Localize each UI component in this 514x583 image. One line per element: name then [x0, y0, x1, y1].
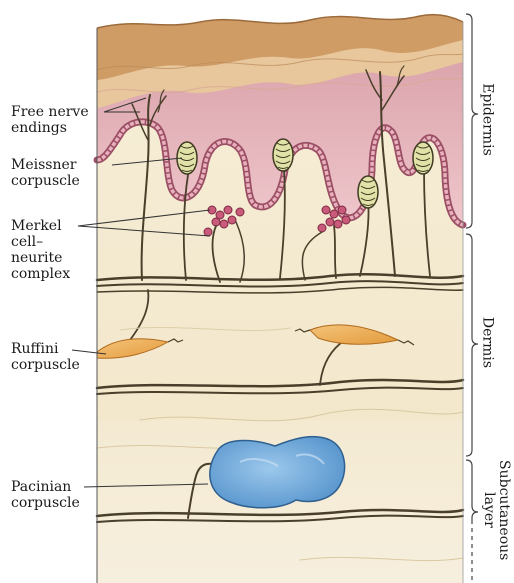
meissner-corpuscle-label: Meissner corpuscle [11, 157, 80, 189]
free-nerve-endings-label: Free nerve endings [11, 104, 89, 136]
pacinian-corpuscle [210, 437, 345, 508]
ruffini-corpuscle-label: Ruffini corpuscle [11, 341, 80, 373]
pacinian-corpuscle-label: Pacinian corpuscle [11, 479, 80, 511]
subcutaneous-layer-label: Subcutaneous layer [481, 460, 511, 560]
layer-brackets [466, 14, 478, 583]
dermis-layer-label: Dermis [480, 308, 495, 378]
merkel-complex-label: Merkel cell– neurite complex [11, 218, 70, 282]
epidermis-layer-label: Epidermis [480, 75, 495, 165]
